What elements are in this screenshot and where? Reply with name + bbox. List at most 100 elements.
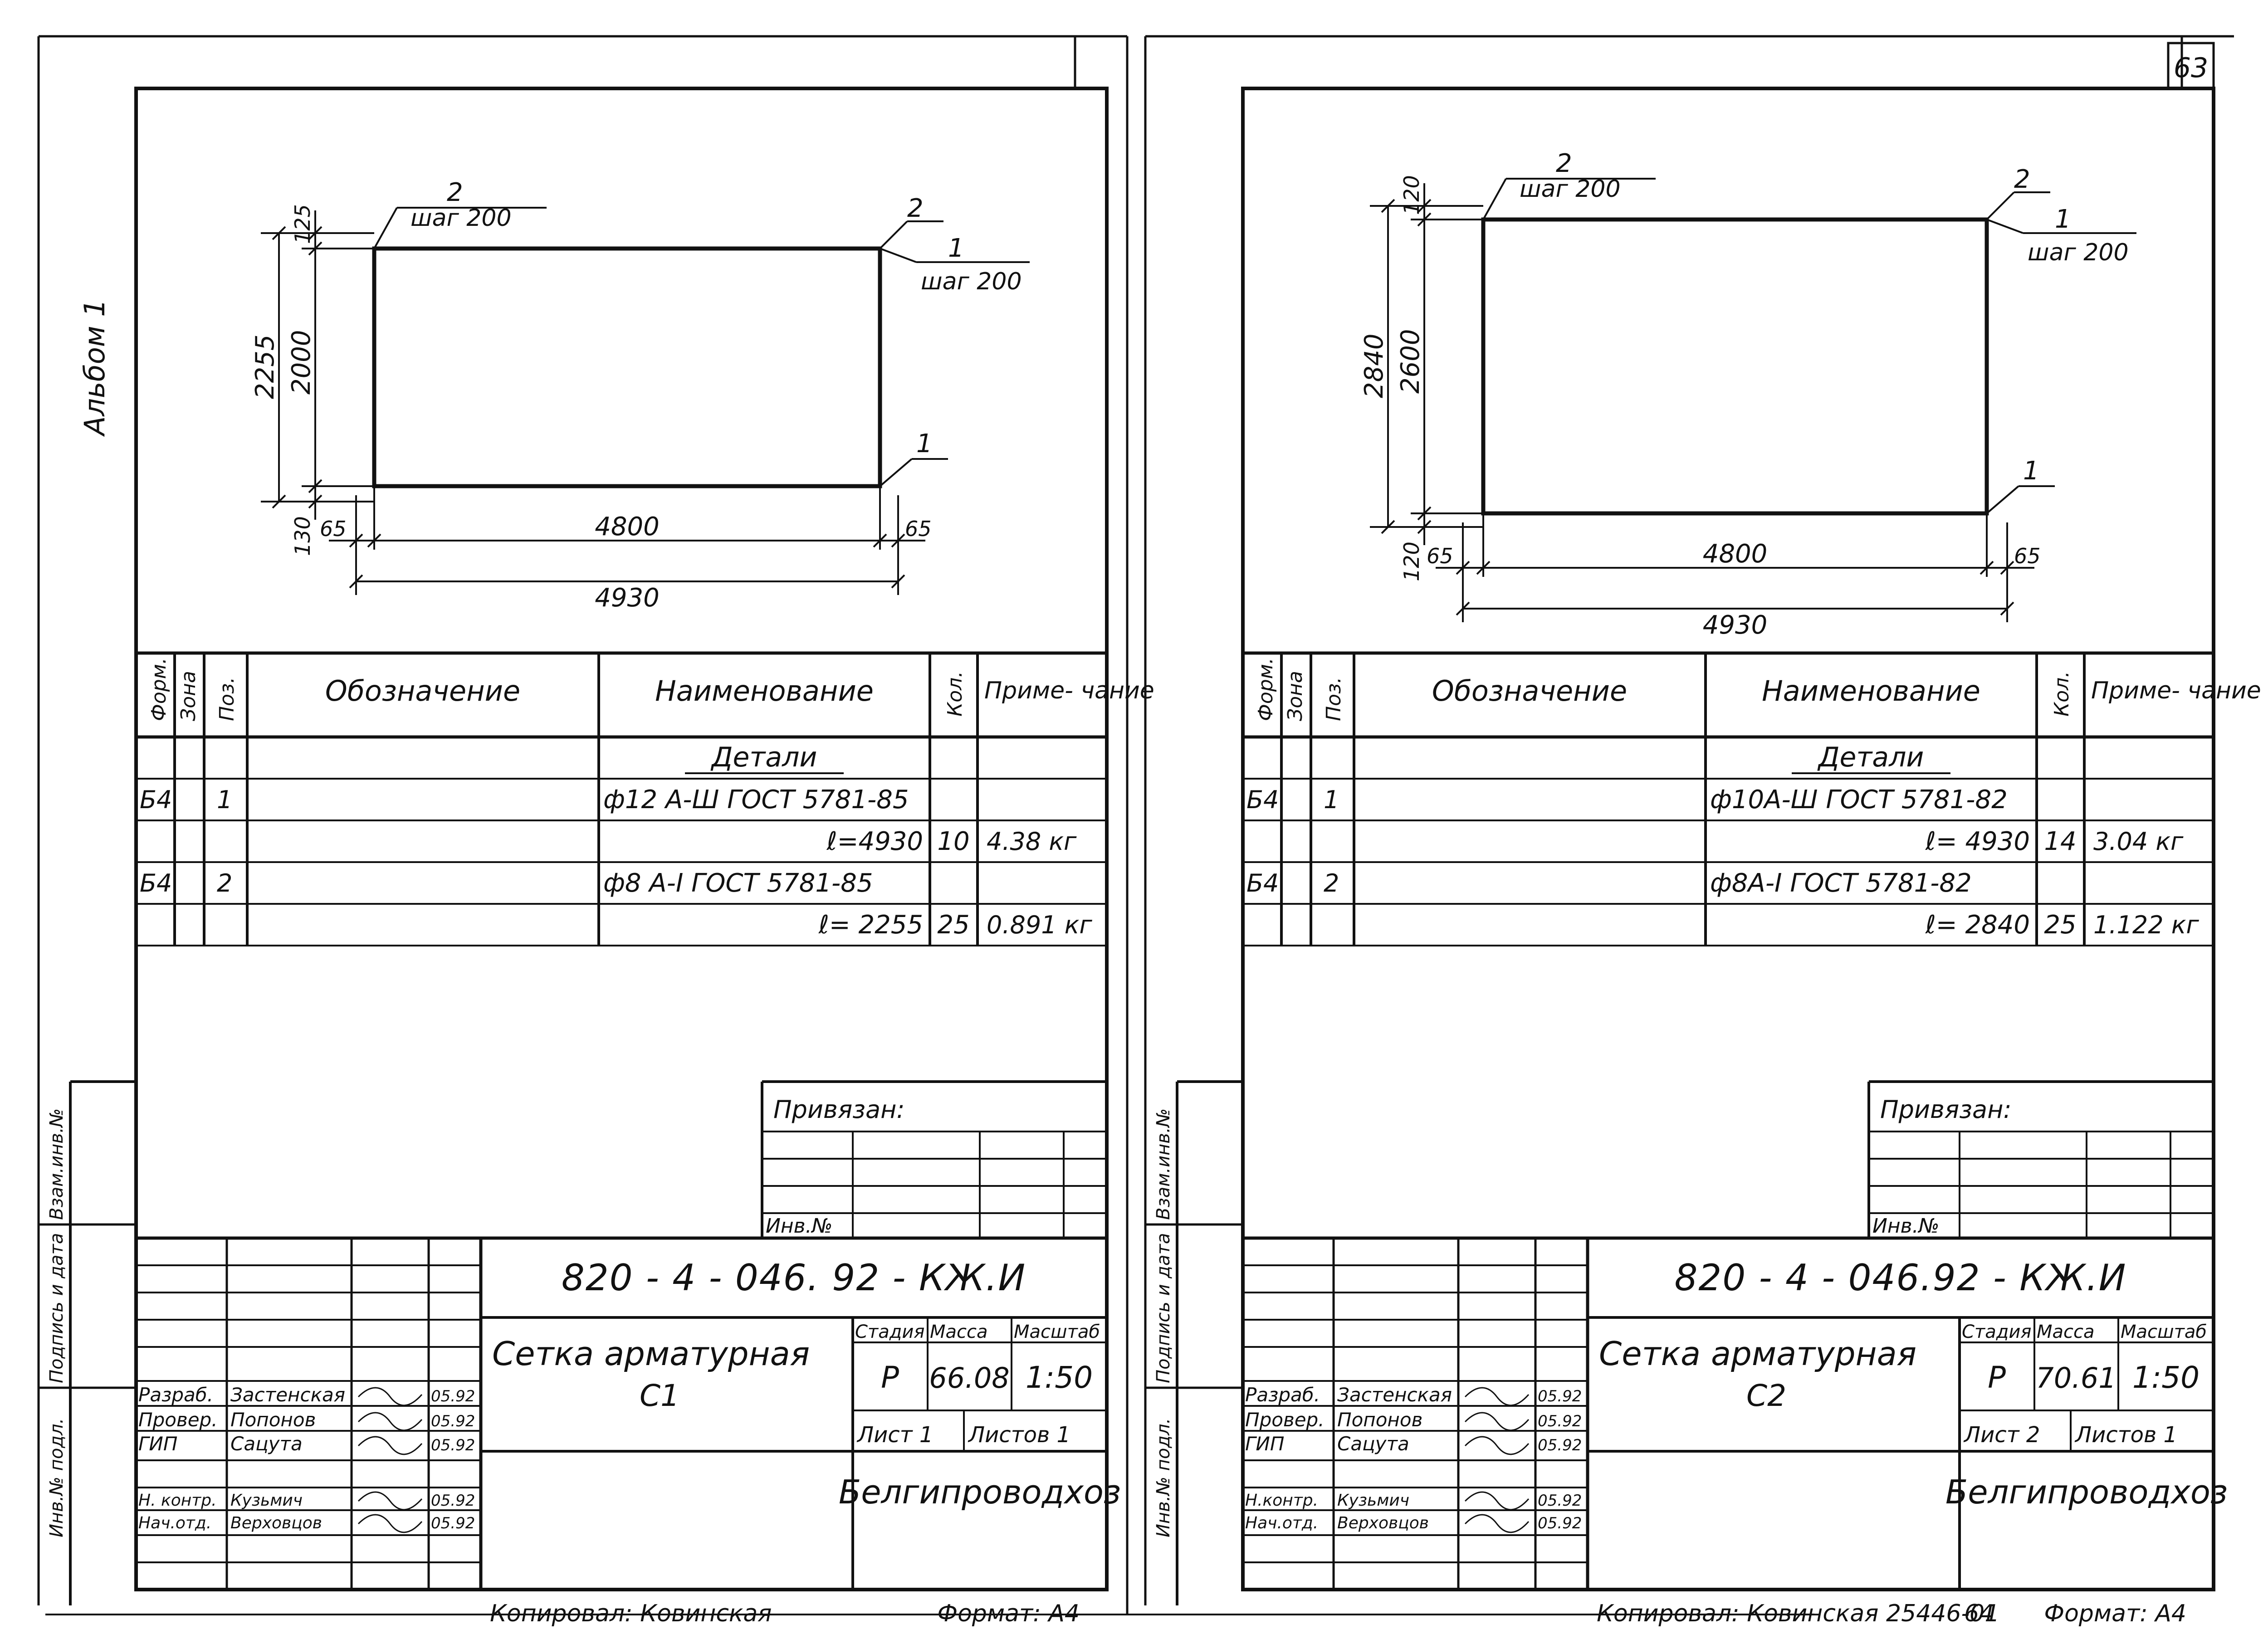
role-label: Нач.отд.: [1245, 1514, 1318, 1532]
sign-date: 05.92: [1538, 1492, 1582, 1510]
header-designation: Обозначение: [325, 674, 520, 707]
person-name: Сацута: [1337, 1433, 1409, 1455]
signature-mark: [1464, 1387, 1530, 1406]
signature-mark: [1464, 1514, 1530, 1533]
side-label-signature-date: Подпись и дата: [1153, 1233, 1174, 1383]
person-name: Кузьмич: [1337, 1491, 1409, 1510]
person-name: Застенская: [1337, 1384, 1452, 1406]
leader-right-bar2: [879, 220, 908, 249]
spec-name: ф8 А-I ГОСТ 5781-85: [603, 868, 873, 898]
drawing-title: Сетка арматурная: [492, 1335, 810, 1373]
privyazan-label: Привязан:: [1880, 1095, 2012, 1124]
role-label: Н.контр.: [1245, 1491, 1318, 1510]
stage-value: Р: [881, 1360, 899, 1395]
dimension-tick: [272, 226, 286, 240]
dimension-tick: [1417, 212, 1432, 227]
pitch-label: шаг 200: [411, 205, 512, 232]
mass-header: Масса: [930, 1322, 988, 1342]
spec-position: 2: [1324, 869, 1339, 897]
spec-quantity: 25: [937, 910, 969, 940]
header-position: Поз.: [215, 677, 239, 721]
person-name: Сацута: [230, 1433, 303, 1455]
album-label: Альбом 1: [78, 299, 111, 437]
dimension-tick: [1417, 520, 1432, 534]
dimension-tick: [1381, 199, 1395, 213]
role-label: ГИП: [1245, 1433, 1284, 1455]
mass-value: 66.08: [929, 1361, 1010, 1395]
scale-value: 1:50: [2132, 1360, 2200, 1395]
signature-mark: [357, 1436, 423, 1455]
right-bar2-label: 2: [907, 194, 924, 223]
sign-date: 05.92: [431, 1412, 475, 1430]
dim-inner-height: 2600: [1396, 329, 1425, 394]
header-note: Приме- чание: [984, 677, 1154, 704]
section-details: Детали: [710, 741, 817, 773]
header-name: Наименование: [655, 674, 874, 707]
organization: Белгипроводхоз: [839, 1473, 1121, 1511]
stage-value: Р: [1988, 1360, 2006, 1395]
sheet-number: Лист 2: [1963, 1422, 2040, 1448]
privyazan-label: Привязан:: [773, 1095, 905, 1124]
role-label: Разраб.: [1245, 1384, 1320, 1406]
pitch-label: шаг 200: [1520, 176, 1621, 203]
inv-no-label: Инв.№: [766, 1215, 832, 1238]
spec-position: 1: [217, 785, 232, 814]
role-label: Провер.: [138, 1409, 218, 1431]
person-name: Попонов: [1337, 1409, 1422, 1431]
page-number: 63: [2174, 52, 2208, 84]
person-name: Верховцов: [230, 1514, 322, 1532]
side-label-signature-date: Подпись и дата: [46, 1233, 67, 1383]
leader-right-bar1: [880, 248, 917, 263]
bar2-label: 2: [1556, 149, 1572, 178]
sign-date: 05.92: [1538, 1412, 1582, 1430]
sign-date: 05.92: [1538, 1514, 1582, 1532]
spec-length: ℓ= 2255: [818, 910, 923, 940]
spec-name: ф12 А-Ш ГОСТ 5781-85: [603, 785, 909, 815]
dim-right-overhang: 65: [905, 517, 932, 541]
spec-quantity: 25: [2044, 910, 2076, 940]
right-pitch-label: шаг 200: [2028, 239, 2129, 266]
side-label-replace-inv: Взам.инв.№: [1153, 1108, 1174, 1220]
dim-total-height: 2840: [1359, 333, 1389, 398]
right-pitch-label: шаг 200: [921, 268, 1022, 295]
header-format: Форм.: [1254, 658, 1277, 721]
header-position: Поз.: [1322, 677, 1345, 721]
format-label: Формат: А4: [2044, 1600, 2186, 1627]
mesh-outline: [372, 246, 882, 488]
dim-top-overhang: 125: [290, 204, 315, 244]
section-details: Детали: [1817, 741, 1924, 773]
header-zone: Зона: [1284, 671, 1307, 721]
role-label: Провер.: [1245, 1409, 1325, 1431]
spec-length: ℓ=4930: [826, 827, 923, 856]
right-bottom-bar1-label: 1: [2023, 456, 2039, 486]
person-name: Верховцов: [1337, 1514, 1429, 1532]
dimension-tick: [2000, 601, 2014, 616]
sign-date: 05.92: [431, 1514, 475, 1532]
side-label-inv-original: Инв.№ подл.: [46, 1418, 67, 1537]
header-name: Наименование: [1762, 674, 1980, 707]
document-code: 820 - 4 - 046. 92 - КЖ.И: [562, 1257, 1026, 1299]
spec-name: ф10А-Ш ГОСТ 5781-82: [1710, 785, 2008, 815]
dim-total-width: 4930: [595, 583, 660, 613]
sign-date: 05.92: [431, 1492, 475, 1510]
inner-frame: [1241, 87, 2215, 1591]
side-label-replace-inv: Взам.инв.№: [46, 1108, 67, 1220]
dimension-tick: [367, 533, 381, 548]
header-format: Форм.: [147, 658, 171, 721]
person-name: Застенская: [230, 1384, 345, 1406]
dim-left-overhang: 65: [320, 517, 347, 541]
dim-inner-width: 4800: [595, 512, 660, 541]
mass-value: 70.61: [2036, 1361, 2116, 1395]
right-bar2-label: 2: [2014, 165, 2030, 194]
leader-bar2: [1482, 178, 1507, 220]
dimension-tick: [1381, 520, 1395, 534]
header-designation: Обозначение: [1432, 674, 1627, 707]
sign-date: 05.92: [431, 1436, 475, 1454]
spec-quantity: 10: [937, 827, 969, 856]
dimension-tick: [349, 533, 363, 548]
leader-bar2: [373, 207, 398, 249]
header-zone: Зона: [177, 671, 200, 721]
